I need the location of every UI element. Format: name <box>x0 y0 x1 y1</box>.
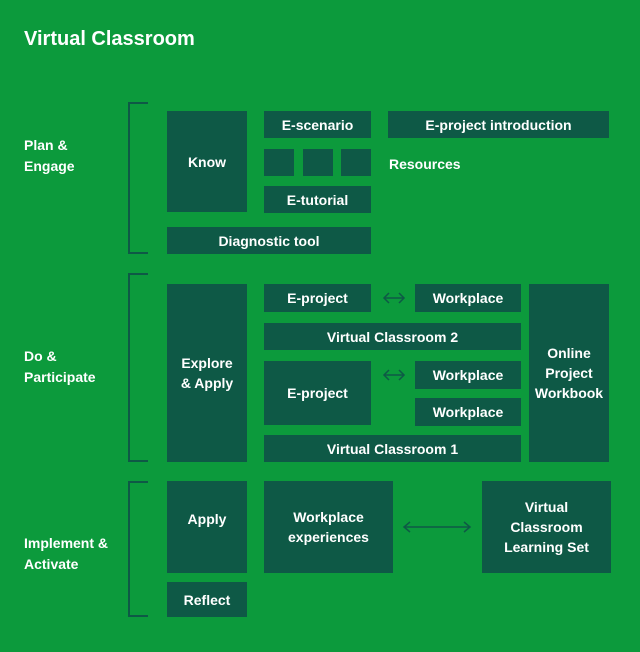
explore-apply-box: Explore & Apply <box>167 284 247 462</box>
diagnostic-tool-box: Diagnostic tool <box>167 227 371 254</box>
e-tutorial-box: E-tutorial <box>264 186 371 213</box>
plan-bracket <box>128 102 148 254</box>
implement-bracket <box>128 481 148 617</box>
do-bracket <box>128 273 148 462</box>
double-arrow-icon-3 <box>402 521 472 533</box>
know-box: Know <box>167 111 247 212</box>
resource-square-3 <box>341 149 371 176</box>
resources-label: Resources <box>389 156 461 172</box>
e-project-introduction-box: E-project introduction <box>388 111 609 138</box>
resource-square-1 <box>264 149 294 176</box>
diagram-title: Virtual Classroom <box>24 28 195 50</box>
phase-label-implement-activate: Implement & Activate <box>24 535 109 572</box>
reflect-box: Reflect <box>167 582 247 617</box>
workplace-box-2: Workplace <box>415 361 521 389</box>
workplace-experiences-box: Workplace experiences <box>264 481 393 573</box>
workplace-box-1: Workplace <box>415 284 521 312</box>
e-project-box-2: E-project <box>264 361 371 425</box>
virtual-classroom-learning-set-box: Virtual Classroom Learning Set <box>482 481 611 573</box>
virtual-classroom-1-box: Virtual Classroom 1 <box>264 435 521 462</box>
e-scenario-box: E-scenario <box>264 111 371 138</box>
phase-label-plan-engage: Plan & Engage <box>24 137 75 174</box>
phase-label-do-participate: Do & Participate <box>24 348 96 385</box>
resource-square-2 <box>303 149 333 176</box>
workplace-box-3: Workplace <box>415 398 521 426</box>
online-project-workbook-box: Online Project Workbook <box>529 284 609 462</box>
double-arrow-icon-1 <box>382 292 406 304</box>
virtual-classroom-2-box: Virtual Classroom 2 <box>264 323 521 350</box>
apply-box: Apply <box>167 481 247 573</box>
e-project-box-1: E-project <box>264 284 371 312</box>
double-arrow-icon-2 <box>382 369 406 381</box>
